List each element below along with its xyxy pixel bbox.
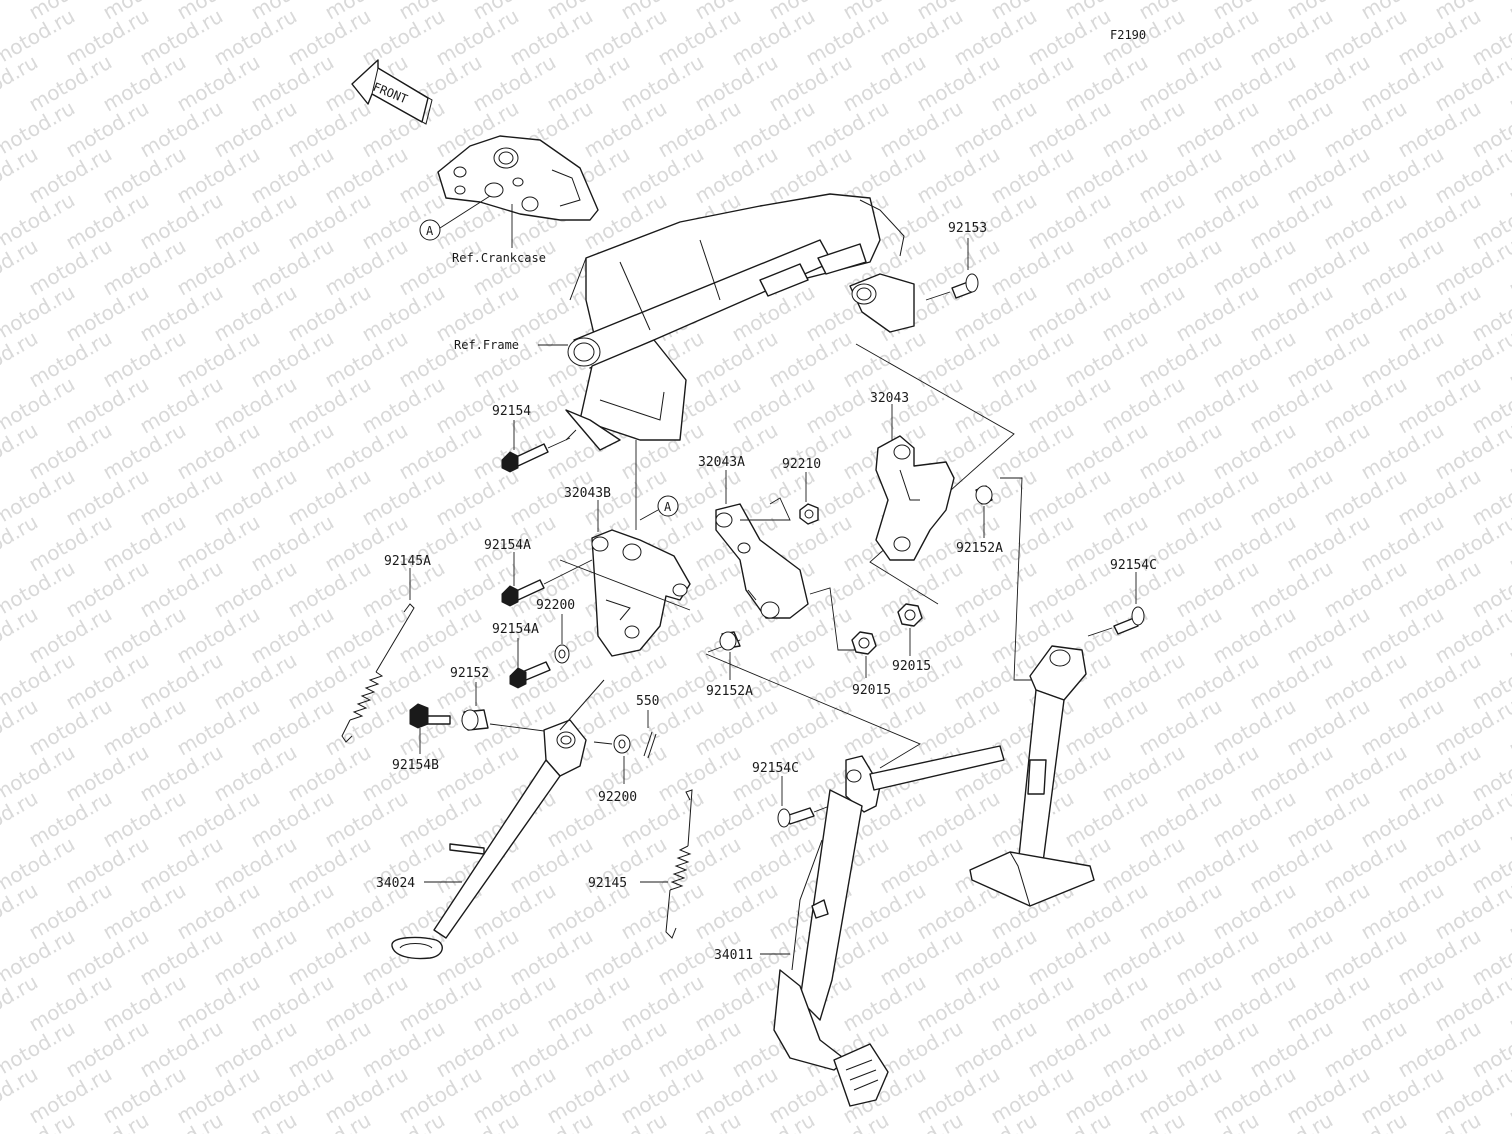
nut-92210 xyxy=(799,472,819,525)
frame-ref-drawing xyxy=(538,193,915,451)
part-label-32043: 32043 xyxy=(870,391,909,406)
bolt-92154B xyxy=(409,703,451,754)
nut-92015-left xyxy=(851,631,877,678)
bolt-92153 xyxy=(925,238,979,301)
part-label-92152A-left: 92152A xyxy=(706,684,753,699)
bolt-92154 xyxy=(501,420,571,473)
part-label-92200-upper: 92200 xyxy=(536,598,575,613)
side-stand-34024 xyxy=(391,679,605,960)
bracket-32043A xyxy=(715,470,809,619)
spring-92145 xyxy=(640,789,693,939)
washer-92200-upper xyxy=(554,614,570,664)
bolt-92154C-left xyxy=(777,776,841,828)
watermark-text: motod.ru xyxy=(1505,0,1512,24)
ref-frame-label: Ref.Frame xyxy=(454,338,519,352)
part-label-92154B: 92154B xyxy=(392,758,439,773)
ref-point-a-mid-leader xyxy=(639,509,659,521)
ref-point-a-circle xyxy=(419,219,441,241)
collar-92152A-right xyxy=(975,485,993,538)
pin-550 xyxy=(643,710,657,759)
part-label-92210: 92210 xyxy=(782,457,821,472)
part-label-92145: 92145 xyxy=(588,876,627,891)
center-stand-34011 xyxy=(760,645,1095,1107)
spring-92145A xyxy=(341,568,415,743)
part-label-34011: 34011 xyxy=(714,948,753,963)
collar-92152 xyxy=(461,682,553,733)
part-label-92200-lower: 92200 xyxy=(598,790,637,805)
bracket-32043B xyxy=(559,500,691,657)
part-label-92153: 92153 xyxy=(948,221,987,236)
nut-92015-right xyxy=(897,603,923,656)
part-label-92154A-upper: 92154A xyxy=(484,538,531,553)
bolt-92154A-lower xyxy=(509,638,551,689)
ref-crankcase-label: Ref.Crankcase xyxy=(452,251,546,265)
part-label-92015-right: 92015 xyxy=(892,659,931,674)
part-label-92154A-lower: 92154A xyxy=(492,622,539,637)
part-label-34024: 34024 xyxy=(376,876,415,891)
bracket-32043 xyxy=(875,404,955,561)
part-label-92152A-right: 92152A xyxy=(956,541,1003,556)
crankcase-ref-drawing xyxy=(437,135,599,248)
bolt-92154C-right xyxy=(1087,572,1145,637)
part-label-92154: 92154 xyxy=(492,404,531,419)
part-label-32043B: 32043B xyxy=(564,486,611,501)
bolt-92154A-upper xyxy=(501,552,593,607)
ref-point-a-top: A xyxy=(426,224,434,238)
figure-code: F2190 xyxy=(1110,28,1146,42)
part-label-32043A: 32043A xyxy=(698,455,745,470)
part-label-550: 550 xyxy=(636,694,659,709)
part-label-92015-left: 92015 xyxy=(852,683,891,698)
ref-point-a-mid: A xyxy=(664,500,672,514)
ref-point-a-mid-circle xyxy=(657,495,679,517)
collar-92152A-left xyxy=(719,631,741,680)
washer-92200-lower xyxy=(593,734,631,784)
part-label-92154C-left: 92154C xyxy=(752,761,799,776)
part-label-92154C-right: 92154C xyxy=(1110,558,1157,573)
part-label-92152: 92152 xyxy=(450,666,489,681)
part-label-92145A: 92145A xyxy=(384,554,431,569)
